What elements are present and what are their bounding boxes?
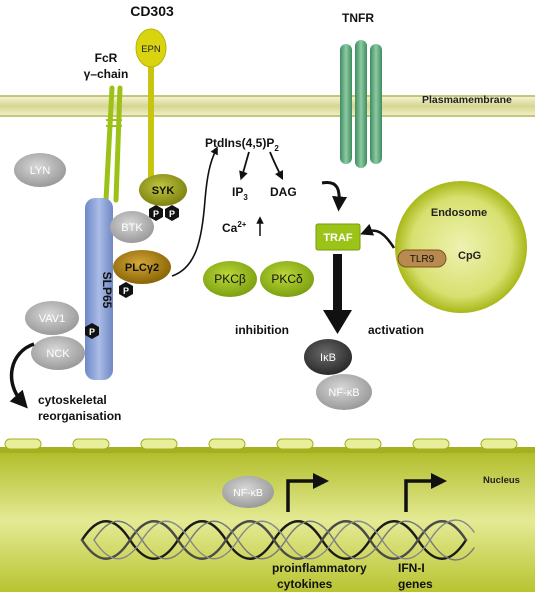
svg-text:P: P [123,286,129,296]
cd303-label: CD303 [130,3,174,19]
plasma-membrane [0,95,535,117]
ikb-label: IκB [320,352,336,364]
pkcd-node [260,261,314,297]
slp65-label: SLP65 [100,272,114,309]
cpg-label: CpG [458,250,481,262]
tnfr-to-traf-arrow [321,180,348,212]
syk-phospho-1: P [149,205,163,221]
nfkb-nuclear-node [222,476,274,508]
nck-label: NCK [46,348,70,360]
pkcd-label: PKCδ [271,272,303,286]
syk-phospho-2: P [165,205,179,221]
ip3-label: IP3 [232,185,248,202]
activation-label: activation [368,323,424,337]
ptdins-to-dag-arrow [269,151,284,181]
tnfr-label: TNFR [342,11,374,25]
dag-label: DAG [270,185,297,199]
calcium-label: Ca2+ [222,220,247,235]
proinflammatory-label-line2: cytokines [277,577,333,591]
nucleus-label: Nucleus [483,475,520,486]
plcg2-node [113,250,171,284]
tlr9-label: TLR9 [410,254,435,265]
nfkb-node [316,374,372,410]
ifn-label-line2: genes [398,577,433,591]
fcr-label-line1: FcR [95,51,118,65]
ikb-node [304,339,352,375]
syk-node [139,174,187,206]
ptdins-label: PtdIns(4,5)P2 [205,136,279,153]
slp65-phospho: P [85,323,99,339]
plcg2-phospho: P [119,282,133,298]
cytoskeletal-label-line1: cytoskeletal [38,393,107,407]
vav1-node [25,301,79,335]
nfkb-nuclear-label: NF-κB [233,487,263,499]
lyn-node [14,153,66,187]
endosome-label: Endosome [431,207,487,219]
cd303-receptor [135,28,167,198]
svg-text:P: P [169,209,175,219]
btk-label: BTK [121,222,143,234]
nucleus [0,447,535,592]
traf-label: TRAF [323,232,353,244]
epn-label: EPN [141,44,161,55]
tnfr-receptor [340,40,382,168]
pkcb-label: PKCβ [214,272,246,286]
traf-node [315,223,361,251]
cytoskeletal-label-line2: reorganisation [38,409,121,423]
lyn-label: LYN [30,165,51,177]
traf-to-nfkb-arrow [323,254,352,334]
tlr9-node [397,249,447,268]
cytoskeleton-arrow [9,342,35,409]
plasmamembrane-label: Plasmamembrane [422,94,512,106]
ifn-promoter-arrow [404,473,447,512]
ifn-label-line1: IFN-I [398,561,425,575]
btk-node [110,211,154,243]
proinflammatory-label-line1: proinflammatory [272,561,367,575]
tlr9-to-traf-arrow [360,223,396,249]
fcr-label-line2: γ–chain [84,67,129,81]
vav1-label: VAV1 [39,313,66,325]
nuclear-pores [4,438,518,450]
svg-text:P: P [153,209,159,219]
pkcb-node [203,261,257,297]
syk-label: SYK [152,185,175,197]
fcr-gamma-chain [103,85,123,203]
nfkb-label: NF-κB [328,387,359,399]
svg-text:P: P [89,327,95,337]
ptdins-to-ip3-arrow [239,151,250,181]
plc-to-ptdins-arrow [171,146,218,277]
nck-node [31,336,85,370]
plcg2-label: PLCγ2 [125,262,159,274]
inhibition-label: inhibition [235,323,289,337]
endosome [395,181,527,313]
dna-helix [80,519,475,561]
proinflammatory-promoter-arrow [286,473,329,512]
